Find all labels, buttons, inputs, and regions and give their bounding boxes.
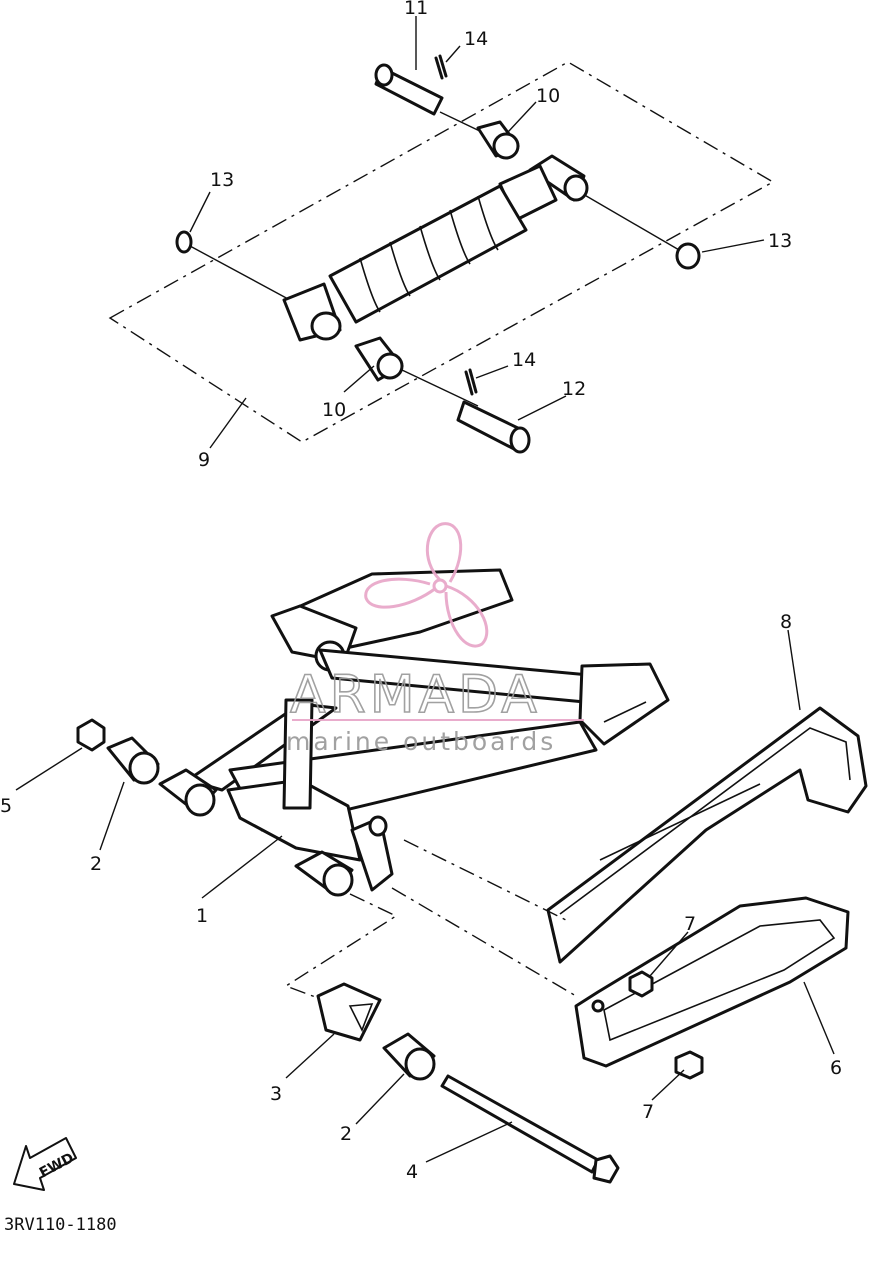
cotter-pin-upper xyxy=(434,54,448,80)
callout-10-upper: 10 xyxy=(536,85,560,107)
callout-4: 4 xyxy=(406,1161,418,1183)
callout-3: 3 xyxy=(270,1083,282,1105)
callout-6: 6 xyxy=(830,1057,842,1079)
callout-10-lower: 10 xyxy=(322,399,346,421)
watermark: ARMADA marine outboards xyxy=(286,522,584,756)
washer-left xyxy=(175,230,193,254)
callout-5: 5 xyxy=(0,795,12,817)
drawing-code: 3RV110-1180 xyxy=(4,1215,117,1235)
callout-2-left: 2 xyxy=(90,853,102,875)
assembly-boundary xyxy=(108,61,775,443)
shock-absorber-assembly xyxy=(108,54,775,454)
shock-lower-bolt xyxy=(456,400,531,454)
nut-left xyxy=(76,718,106,752)
callout-9: 9 xyxy=(198,449,210,471)
callout-11: 11 xyxy=(404,0,428,19)
bolt-upper-7 xyxy=(628,970,654,998)
chain-guard xyxy=(574,896,850,1068)
collar-left xyxy=(106,736,160,785)
callout-13-right: 13 xyxy=(768,230,792,252)
callout-2-lower: 2 xyxy=(340,1123,352,1145)
forward-arrow-icon: FWD xyxy=(13,1137,77,1191)
collar-upper xyxy=(476,120,520,160)
callout-labels: 11 14 10 13 13 10 14 12 9 8 5 2 1 7 6 3 … xyxy=(0,0,842,1183)
shock-upper-bolt xyxy=(374,63,444,116)
callout-14-lower: 14 xyxy=(512,349,536,371)
shock-absorber xyxy=(282,154,589,342)
callout-7-upper: 7 xyxy=(684,913,696,935)
swingarm-assembly xyxy=(158,568,670,897)
watermark-brand: ARMADA xyxy=(290,665,541,725)
callout-7-lower: 7 xyxy=(642,1101,654,1123)
collar-lower xyxy=(354,336,404,382)
propeller-logo-icon xyxy=(364,522,489,648)
callout-1: 1 xyxy=(196,905,208,927)
swingarm-bushing xyxy=(316,982,382,1042)
cotter-pin-lower xyxy=(464,368,478,396)
callout-13-left: 13 xyxy=(210,169,234,191)
callout-8: 8 xyxy=(780,611,792,633)
pivot-shaft xyxy=(440,1074,620,1184)
collar-lower-right xyxy=(382,1032,436,1081)
callout-14-upper: 14 xyxy=(464,28,488,50)
watermark-tagline: marine outboards xyxy=(286,727,556,756)
chain-case xyxy=(546,706,868,964)
washer-right xyxy=(675,242,701,270)
callout-12: 12 xyxy=(562,378,586,400)
